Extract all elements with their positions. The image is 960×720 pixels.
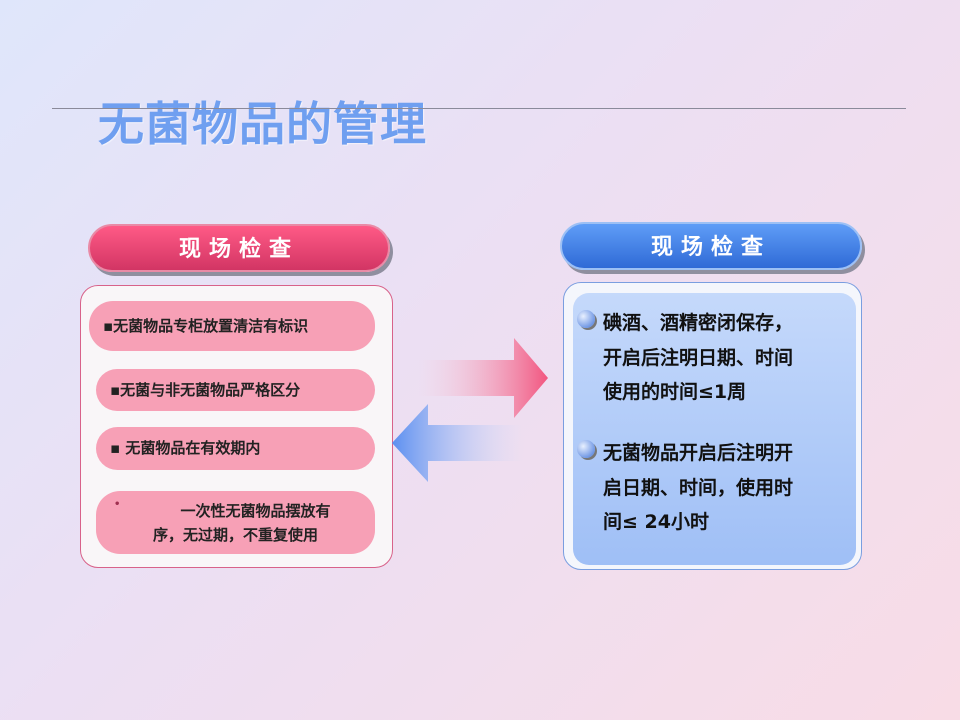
list-item: ▪ 无菌物品在有效期内 [96, 427, 375, 470]
right-panel-body: 碘酒、酒精密闭保存， 开启后注明日期、时间 使用的时间≤1周 无菌物品开启后注明… [573, 293, 856, 565]
list-item: ▪无菌物品专柜放置清洁有标识 [89, 301, 375, 351]
list-item: ▪无菌与非无菌物品严格区分 [96, 369, 375, 411]
bullet-icon [577, 440, 595, 458]
slide-title: 无菌物品的管理 [98, 97, 427, 151]
text-line: 间≤ 24小时 [603, 511, 709, 533]
bullet-icon: • [114, 499, 121, 510]
list-item-line: 序，无过期，不重复使用 [152, 526, 318, 544]
text-line: 无菌物品开启后注明开 [603, 442, 794, 464]
right-header: 现场检查 [560, 222, 862, 270]
text-line: 使用的时间≤1周 [603, 381, 747, 403]
right-panel: 碘酒、酒精密闭保存， 开启后注明日期、时间 使用的时间≤1周 无菌物品开启后注明… [563, 282, 862, 570]
arrow-right-icon [418, 338, 548, 418]
bullet-text: 无菌物品开启后注明开 启日期、时间，使用时 间≤ 24小时 [603, 436, 853, 540]
text-line: 碘酒、酒精密闭保存， [603, 312, 794, 334]
left-panel: ▪无菌物品专柜放置清洁有标识 ▪无菌与非无菌物品严格区分 ▪ 无菌物品在有效期内… [80, 285, 393, 568]
title-divider [52, 108, 906, 109]
arrow-left-icon [392, 404, 524, 482]
bullet-text: 碘酒、酒精密闭保存， 开启后注明日期、时间 使用的时间≤1周 [603, 306, 853, 410]
text-line: 启日期、时间，使用时 [603, 476, 794, 499]
left-header: 现场检查 [88, 224, 390, 272]
list-item: • 一次性无菌物品摆放有 序，无过期，不重复使用 [96, 491, 375, 554]
bullet-icon [577, 310, 595, 328]
list-item-line: 一次性无菌物品摆放有 [180, 502, 331, 520]
text-line: 开启后注明日期、时间 [603, 346, 794, 369]
